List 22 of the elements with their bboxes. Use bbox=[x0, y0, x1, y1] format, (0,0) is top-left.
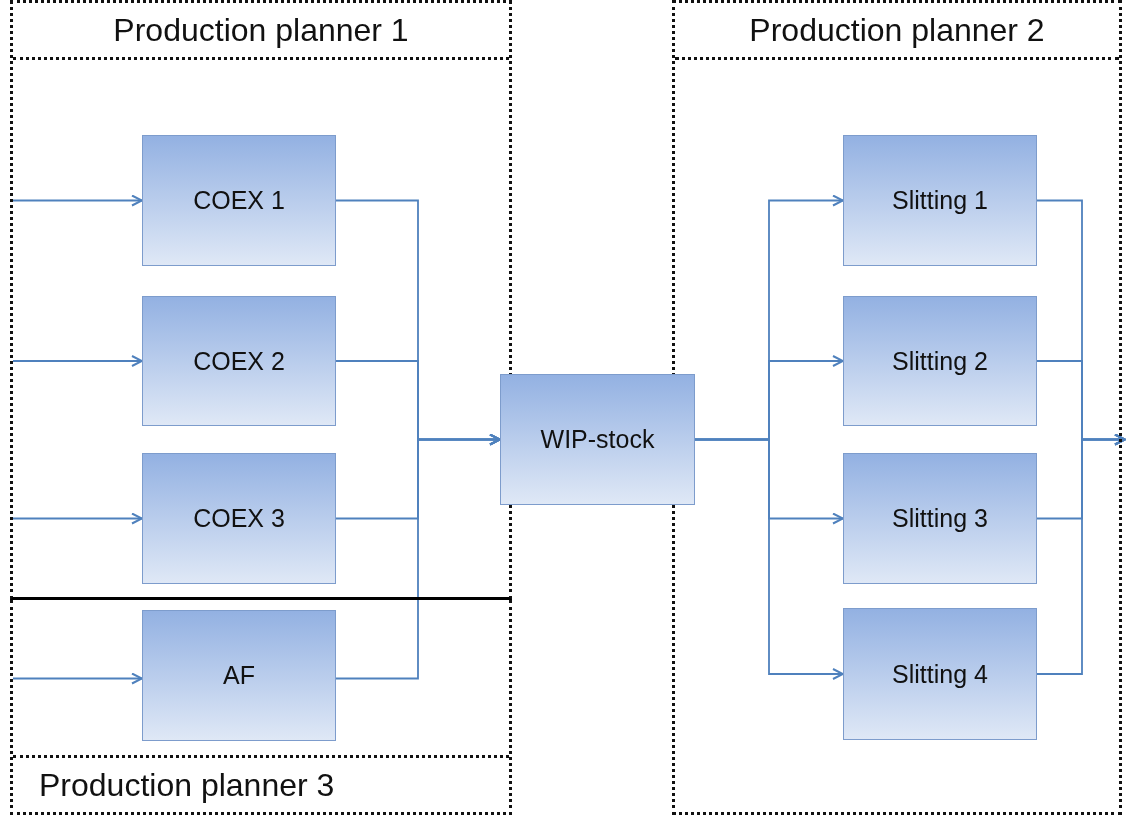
arrow bbox=[694, 438, 844, 680]
process-box: Slitting 1 bbox=[843, 135, 1037, 266]
region-title: Production planner 2 bbox=[675, 3, 1119, 60]
process-box: COEX 3 bbox=[142, 453, 336, 584]
arrow bbox=[12, 672, 143, 685]
region-title: Production planner 3 bbox=[13, 755, 509, 812]
arrow bbox=[12, 512, 143, 525]
region-title: Production planner 1 bbox=[13, 3, 509, 60]
process-box: Slitting 4 bbox=[843, 608, 1037, 740]
region-frame bbox=[10, 0, 512, 600]
region-frame bbox=[672, 0, 1122, 815]
process-box: COEX 1 bbox=[142, 135, 336, 266]
process-box: Slitting 2 bbox=[843, 296, 1037, 426]
region-frame bbox=[10, 600, 512, 815]
process-box: AF bbox=[142, 610, 336, 741]
arrow bbox=[12, 355, 143, 367]
arrow bbox=[335, 433, 501, 680]
process-box: COEX 2 bbox=[142, 296, 336, 426]
process-box: WIP-stock bbox=[500, 374, 695, 505]
process-box: Slitting 3 bbox=[843, 453, 1037, 584]
arrow bbox=[12, 194, 143, 207]
arrow bbox=[1036, 433, 1126, 675]
